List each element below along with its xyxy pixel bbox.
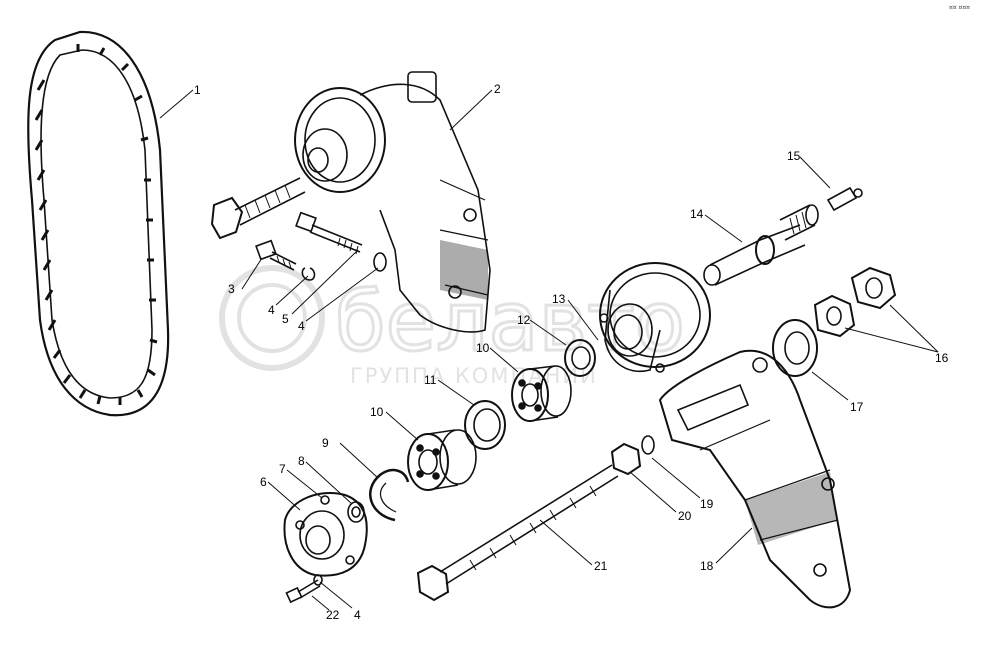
callout-13: 13 — [552, 292, 566, 306]
callout-17: 17 — [850, 400, 864, 414]
callout-10-lower: 10 — [370, 405, 384, 419]
nut-16b — [813, 294, 856, 338]
long-bolt-21 — [416, 464, 619, 602]
callout-8: 8 — [298, 454, 305, 468]
spring-washer-4 — [301, 267, 316, 281]
callout-2: 2 — [494, 82, 501, 96]
washer-19 — [641, 435, 655, 455]
watermark-sub-text: ГРУППА КОМПАНИЙ — [350, 363, 598, 388]
callout-14: 14 — [690, 207, 704, 221]
callout-19: 19 — [700, 497, 714, 511]
bearing-10-lower — [407, 429, 477, 491]
bearing-10-upper — [511, 365, 572, 422]
callout-9: 9 — [322, 436, 329, 450]
bearing-cover-6 — [283, 492, 368, 577]
callout-4c: 4 — [354, 608, 361, 622]
callout-11: 11 — [424, 373, 437, 387]
callout-12: 12 — [517, 313, 531, 327]
axle-14 — [703, 204, 819, 286]
callout-20: 20 — [678, 509, 692, 523]
washer-8 — [347, 501, 365, 523]
nut-20 — [610, 442, 642, 476]
long-bolt-upper — [210, 177, 306, 240]
corner-note: ¤¤ ¤¤¤ — [949, 4, 970, 11]
callout-3: 3 — [228, 282, 235, 296]
lower-bracket-18 — [658, 349, 852, 609]
upper-pulley-bracket — [294, 71, 491, 333]
callout-labels: 1 2 3 4 5 4 6 7 8 9 10 11 10 12 13 14 15… — [194, 82, 949, 622]
callout-4a: 4 — [268, 303, 275, 317]
callout-1: 1 — [194, 83, 201, 97]
bolt-22 — [285, 574, 323, 604]
callout-16: 16 — [935, 351, 949, 365]
callout-21: 21 — [594, 559, 608, 573]
callout-5: 5 — [282, 312, 289, 326]
washer-17 — [772, 319, 818, 377]
grease-fitting-15 — [826, 186, 863, 212]
tension-pulley-13 — [599, 262, 711, 373]
callout-4b: 4 — [298, 319, 305, 333]
bolt-5 — [295, 211, 363, 255]
toothed-belt — [27, 30, 170, 417]
leader-lines — [159, 89, 939, 611]
callout-10-upper: 10 — [476, 341, 490, 355]
seal-ring-12 — [564, 339, 596, 377]
snap-ring-9 — [369, 468, 410, 522]
small-bolt-3 — [255, 239, 297, 271]
washer-4b — [373, 252, 387, 272]
nut-16a — [850, 266, 897, 310]
callout-7: 7 — [279, 462, 286, 476]
callout-15: 15 — [787, 149, 801, 163]
spacer-ring-11 — [464, 400, 506, 450]
callout-18: 18 — [700, 559, 714, 573]
callout-6: 6 — [260, 475, 267, 489]
callout-22: 22 — [326, 608, 340, 622]
